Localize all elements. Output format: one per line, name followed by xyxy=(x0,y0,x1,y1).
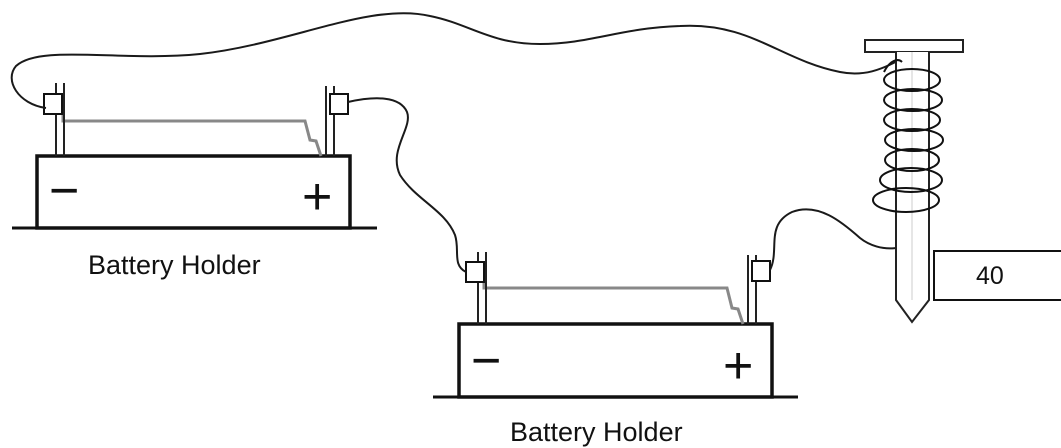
battery-holder-2-positive-terminal xyxy=(747,255,771,324)
battery-holder-2-label: Battery Holder xyxy=(510,417,683,447)
battery-holder-1-label: Battery Holder xyxy=(88,250,261,280)
battery-holder-1: − + Battery Holder xyxy=(12,83,377,280)
battery-holder-2-positive-sign: + xyxy=(723,337,753,395)
battery-holder-1-positive-terminal xyxy=(325,86,349,156)
battery-holder-2-negative-terminal xyxy=(465,252,487,324)
battery-holder-2-strap xyxy=(482,281,745,325)
electromagnet xyxy=(864,39,964,324)
wire-middle xyxy=(347,97,467,273)
battery-holder-1-strap xyxy=(61,112,323,157)
wire-top xyxy=(10,12,901,109)
battery-holder-1-positive-sign: + xyxy=(302,168,332,226)
battery-holder-2-body xyxy=(457,322,774,399)
battery-holder-1-body xyxy=(35,154,352,230)
nail-icon xyxy=(864,39,964,324)
counter-value: 40 xyxy=(976,262,1004,290)
battery-holder-1-negative-terminal xyxy=(43,83,65,156)
battery-holder-2: − + Battery Holder xyxy=(433,252,798,447)
battery-holder-2-negative-sign: − xyxy=(471,332,501,390)
counter-box: 40 xyxy=(933,250,1061,301)
coil-icon xyxy=(872,59,944,213)
battery-holder-1-negative-sign: − xyxy=(49,162,79,220)
wires xyxy=(10,12,929,273)
